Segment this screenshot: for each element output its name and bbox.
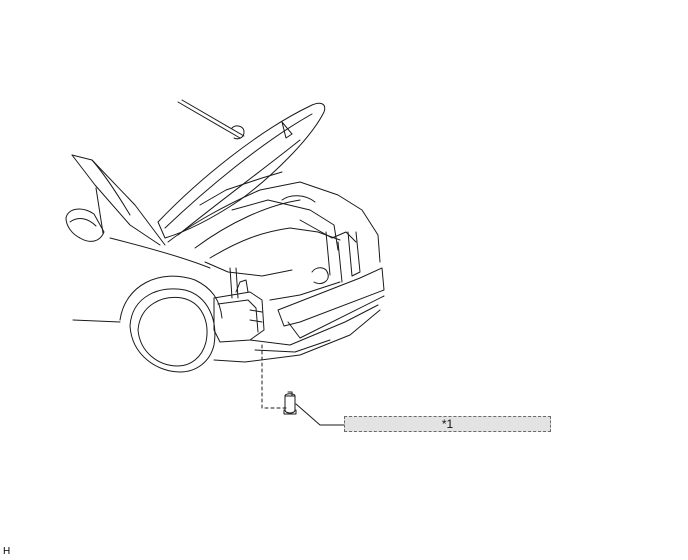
front-bumper <box>277 267 385 327</box>
engine-compartment <box>167 181 385 353</box>
figure-code: H <box>3 546 11 557</box>
location-leader-line <box>261 344 287 409</box>
side-mirror <box>65 208 105 242</box>
vehicle-body <box>65 154 381 373</box>
washer-tank <box>213 291 265 343</box>
hood-prop-rod <box>177 101 241 139</box>
callout-leader-line <box>295 403 345 426</box>
washer-motor <box>283 391 297 415</box>
front-tire <box>129 288 216 373</box>
callout-label-1: *1 <box>344 416 551 432</box>
wheel-arch <box>119 275 223 321</box>
callout-label-1-text: *1 <box>441 417 454 431</box>
hood-open <box>157 99 326 239</box>
